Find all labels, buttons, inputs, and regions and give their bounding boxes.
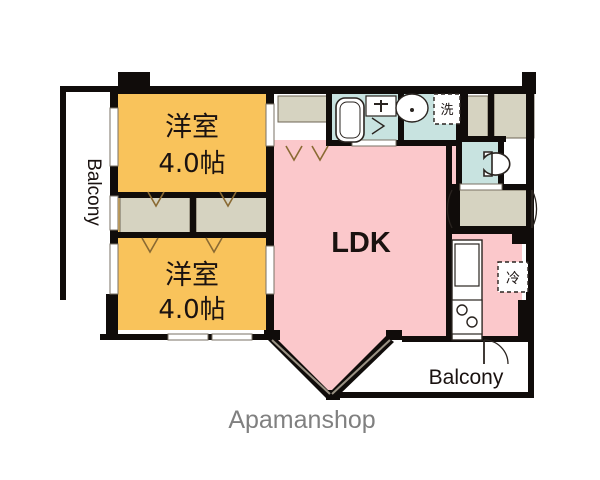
- balcony-left-label: Balcony: [83, 158, 104, 226]
- closet-mark-6: [311, 145, 329, 162]
- room-lower-size: 4.0帖: [158, 295, 225, 325]
- balcony-bottom: Balcony: [402, 342, 528, 392]
- room-ldk-label: LDK: [331, 227, 391, 259]
- wall-closet-right: [266, 192, 274, 238]
- wall-toilet-left: [456, 140, 462, 190]
- balcony-bottom-bottom-edge: [336, 392, 534, 398]
- ldk-hall-door-swing[interactable]: [446, 189, 453, 229]
- balcony-bottom-label: Balcony: [429, 366, 504, 389]
- room-upper-size: 4.0帖: [158, 149, 225, 179]
- wall-bay-corner-left: [264, 330, 280, 340]
- sliding-door-upper-room[interactable]: [265, 103, 275, 147]
- wall-top: [60, 86, 530, 94]
- stove-burner-2-icon: [466, 316, 478, 328]
- closet-mark-4: [205, 237, 223, 254]
- bay-window-left: [271, 339, 331, 395]
- room-upper-name: 洋室: [165, 112, 219, 143]
- room-lower-western-fill: [118, 238, 270, 330]
- room-upper-western-fill: [118, 92, 270, 192]
- wall-kitchen-divider: [446, 146, 452, 340]
- room-lower-name: 洋室: [165, 260, 219, 291]
- bath-door-mark: [371, 117, 386, 135]
- wall-kitchen-bottom-block: [518, 300, 528, 342]
- closet-mark-3: [141, 237, 159, 254]
- closet-upper-left: [119, 195, 191, 235]
- bay-window-right: [331, 339, 391, 395]
- closet-upper-right: [195, 195, 269, 235]
- balcony-bottom-right-edge: [528, 336, 534, 398]
- wall-bay-corner-right: [386, 330, 402, 340]
- bathtub-inner: [339, 101, 361, 139]
- wall-genkan-right: [526, 186, 534, 232]
- closet-door-marks: [141, 145, 329, 254]
- wash-basin-drain-icon: [410, 108, 414, 112]
- window-closet-balcony: [109, 195, 119, 231]
- sliding-door-lower-room[interactable]: [265, 245, 275, 295]
- window-lower-room-balcony: [109, 243, 119, 295]
- room-ldk-fill: [272, 96, 470, 392]
- toilet-fixtures: [483, 151, 511, 177]
- wall-bath-left: [326, 92, 332, 146]
- room-labels: 洋室 4.0帖 洋室 4.0帖 LDK: [158, 112, 391, 325]
- window-lower-room-south-a: [167, 333, 209, 341]
- wall-bay-corner-bottom: [326, 390, 340, 400]
- closet-mark-1: [147, 191, 165, 208]
- balcony-left-inner-wall: [106, 294, 112, 340]
- washer-label: 洗: [440, 103, 453, 118]
- door-toilet[interactable]: [459, 183, 503, 191]
- closets: [119, 91, 535, 235]
- closet-mark-2: [219, 191, 237, 208]
- stove-icon: [451, 299, 483, 335]
- closet-top-mid: [277, 95, 329, 123]
- watermark-apamanshop: Apamanshop: [228, 406, 375, 434]
- fridge-space-icon: [497, 261, 529, 293]
- wall-genkan-bottom: [452, 226, 532, 234]
- washroom-fixtures: 洗: [395, 93, 461, 125]
- wall-toilet-top: [462, 136, 506, 142]
- balcony-left: Balcony: [66, 92, 110, 334]
- storage-narrow: [465, 95, 489, 141]
- wall-pillar-top: [118, 72, 150, 86]
- shoe-cupboard: [457, 189, 531, 229]
- wall-genkan-left: [452, 186, 460, 232]
- kitchen-fixtures: 冷: [451, 239, 529, 341]
- closet-mark-5: [285, 145, 303, 162]
- door-washroom[interactable]: [351, 139, 397, 147]
- washer-space-icon: [433, 93, 461, 125]
- windows-and-doors: [109, 103, 503, 395]
- wall-closet-divider: [190, 192, 196, 238]
- door-swings: [446, 189, 538, 365]
- balcony-left-outer-wall: [60, 86, 66, 300]
- fridge-label: 冷: [506, 271, 520, 287]
- window-lower-room-south-b: [211, 333, 253, 341]
- kitchen-sink-icon: [454, 243, 480, 287]
- toilet-icon: [483, 151, 511, 177]
- entrance-door-swing[interactable]: [531, 189, 538, 229]
- wall-storage-left: [462, 92, 468, 140]
- wall-storage-right: [488, 92, 494, 140]
- balcony-bottom-floor: [402, 342, 528, 392]
- balcony-left-floor: [66, 92, 110, 334]
- wall-kitchen-right-notch: [512, 234, 534, 244]
- bathroom-fixtures: [335, 95, 397, 143]
- window-upper-room-balcony: [109, 107, 119, 167]
- stove-burner-1-icon: [456, 304, 468, 316]
- balcony-door-swing[interactable]: [483, 339, 509, 365]
